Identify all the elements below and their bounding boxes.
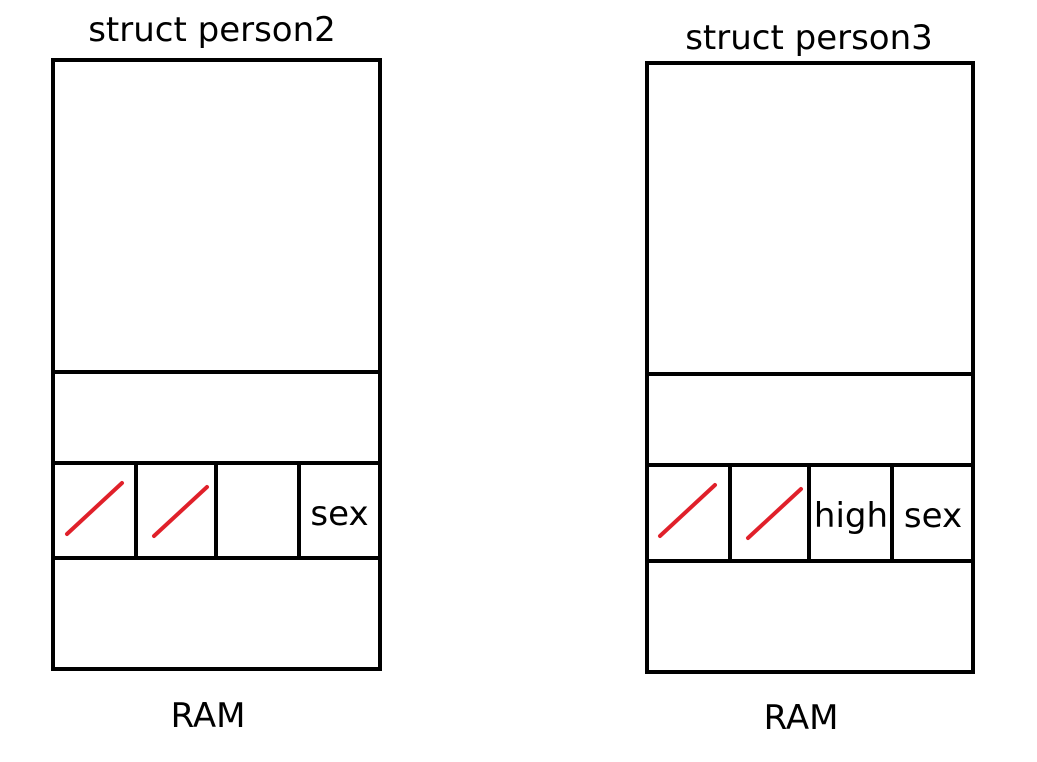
cell-label-sex: sex <box>903 496 963 536</box>
cell-divider <box>297 461 301 560</box>
cell-divider <box>807 463 811 563</box>
row-divider <box>645 372 975 376</box>
cell-divider <box>728 463 732 563</box>
cell-divider <box>890 463 894 563</box>
padding-strike-icon <box>658 483 717 538</box>
cell-label-sex: sex <box>310 494 369 534</box>
row-divider <box>51 370 382 374</box>
padding-strike-icon <box>152 485 209 538</box>
ram-block <box>51 58 382 671</box>
ram-label: RAM <box>170 696 246 736</box>
padding-strike-icon <box>746 487 803 540</box>
diagram-title: struct person3 <box>685 18 933 58</box>
diagram-title: struct person2 <box>88 10 336 50</box>
cell-divider <box>134 461 138 560</box>
ram-block <box>645 61 975 674</box>
padding-strike-icon <box>65 481 124 536</box>
cell-divider <box>214 461 218 560</box>
ram-label: RAM <box>763 698 839 738</box>
cell-label-high: high <box>813 496 889 536</box>
